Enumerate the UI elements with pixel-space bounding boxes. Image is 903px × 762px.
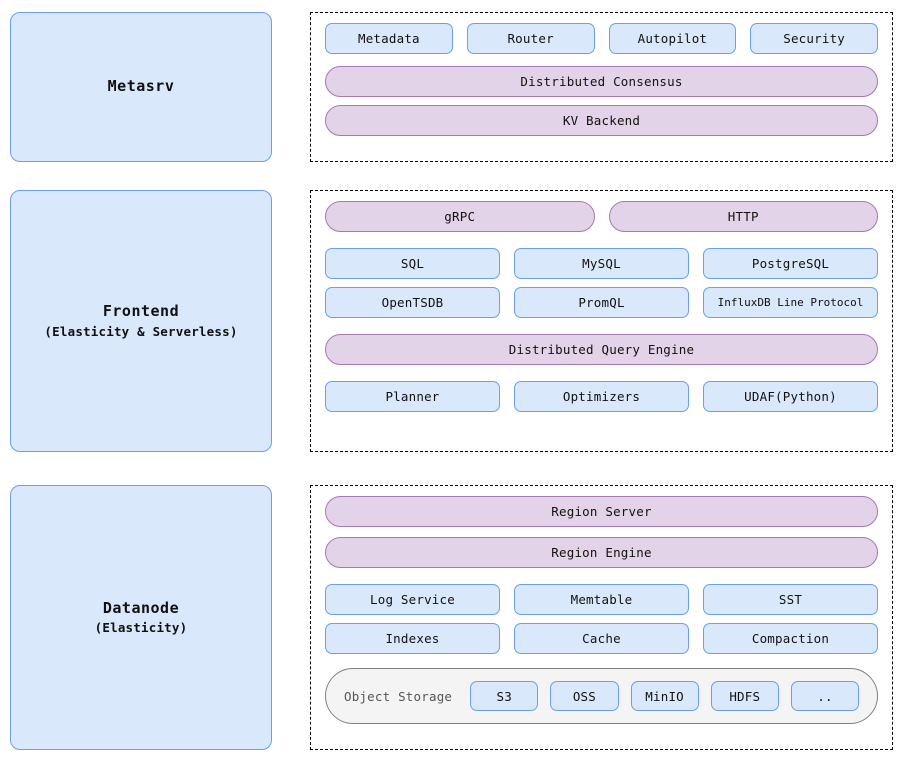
frontend-query-engine-row: Distributed Query Engine (325, 334, 878, 365)
spacer (325, 654, 878, 668)
chip-compaction[interactable]: Compaction (703, 623, 878, 654)
group-metasrv: Metadata Router Autopilot Security Distr… (310, 12, 893, 162)
datanode-components-row-1: Log Service Memtable SST (325, 584, 878, 615)
chip-s3[interactable]: S3 (470, 681, 539, 711)
chip-oss[interactable]: OSS (550, 681, 619, 711)
chip-minio[interactable]: MinIO (630, 681, 699, 711)
role-title-frontend: Frontend (102, 302, 180, 321)
chip-cache[interactable]: Cache (514, 623, 689, 654)
object-storage-label: Object Storage (344, 688, 453, 704)
chip-security[interactable]: Security (750, 23, 878, 54)
chip-postgresql[interactable]: PostgreSQL (703, 248, 878, 279)
chip-hdfs[interactable]: HDFS (710, 681, 779, 711)
chip-opentsdb[interactable]: OpenTSDB (325, 287, 500, 318)
spacer (325, 232, 878, 248)
chip-more[interactable]: .. (790, 681, 860, 711)
chip-udaf-python[interactable]: UDAF(Python) (703, 381, 878, 412)
chip-sst[interactable]: SST (703, 584, 878, 615)
role-panel-metasrv: Metasrv (10, 12, 272, 162)
spacer (325, 97, 878, 105)
chip-influxdb-line-protocol[interactable]: InfluxDB Line Protocol (703, 287, 878, 318)
role-title-metasrv: Metasrv (107, 77, 175, 96)
chip-log-service[interactable]: Log Service (325, 584, 500, 615)
pill-grpc[interactable]: gRPC (325, 201, 595, 232)
datanode-components-row-2: Indexes Cache Compaction (325, 623, 878, 654)
datanode-region-engine-row: Region Engine (325, 537, 878, 568)
chip-metadata[interactable]: Metadata (325, 23, 453, 54)
role-subtitle-datanode: (Elasticity) (94, 620, 188, 636)
role-panel-datanode: Datanode (Elasticity) (10, 485, 272, 750)
pill-kv-backend[interactable]: KV Backend (325, 105, 878, 136)
spacer (325, 365, 878, 381)
metasrv-consensus-row: Distributed Consensus (325, 66, 878, 97)
group-datanode: Region Server Region Engine Log Service … (310, 485, 893, 750)
chip-planner[interactable]: Planner (325, 381, 500, 412)
chip-optimizers[interactable]: Optimizers (514, 381, 689, 412)
metasrv-components-row: Metadata Router Autopilot Security (325, 23, 878, 54)
spacer (325, 527, 878, 537)
pill-distributed-consensus[interactable]: Distributed Consensus (325, 66, 878, 97)
role-subtitle-frontend: (Elasticity & Serverless) (44, 323, 238, 339)
frontend-interfaces-row-2: OpenTSDB PromQL InfluxDB Line Protocol (325, 287, 878, 318)
frontend-engine-components-row: Planner Optimizers UDAF(Python) (325, 381, 878, 412)
spacer (325, 615, 878, 623)
frontend-protocol-row: gRPC HTTP (325, 201, 878, 232)
spacer (325, 54, 878, 66)
role-panel-frontend: Frontend (Elasticity & Serverless) (10, 190, 272, 452)
group-frontend: gRPC HTTP SQL MySQL PostgreSQL OpenTSDB … (310, 190, 893, 452)
datanode-region-server-row: Region Server (325, 496, 878, 527)
chip-sql[interactable]: SQL (325, 248, 500, 279)
pill-region-engine[interactable]: Region Engine (325, 537, 878, 568)
pill-region-server[interactable]: Region Server (325, 496, 878, 527)
metasrv-kv-row: KV Backend (325, 105, 878, 136)
spacer (325, 318, 878, 334)
chip-mysql[interactable]: MySQL (514, 248, 689, 279)
spacer (325, 568, 878, 584)
chip-router[interactable]: Router (466, 23, 595, 54)
chip-memtable[interactable]: Memtable (514, 584, 689, 615)
spacer (325, 279, 878, 287)
chip-indexes[interactable]: Indexes (325, 623, 500, 654)
role-title-datanode: Datanode (102, 598, 180, 617)
pill-http[interactable]: HTTP (608, 201, 878, 232)
pill-distributed-query-engine[interactable]: Distributed Query Engine (325, 334, 878, 365)
object-storage-container: Object Storage S3 OSS MinIO HDFS .. (325, 668, 878, 724)
chip-promql[interactable]: PromQL (514, 287, 689, 318)
frontend-interfaces-row-1: SQL MySQL PostgreSQL (325, 248, 878, 279)
chip-autopilot[interactable]: Autopilot (608, 23, 737, 54)
